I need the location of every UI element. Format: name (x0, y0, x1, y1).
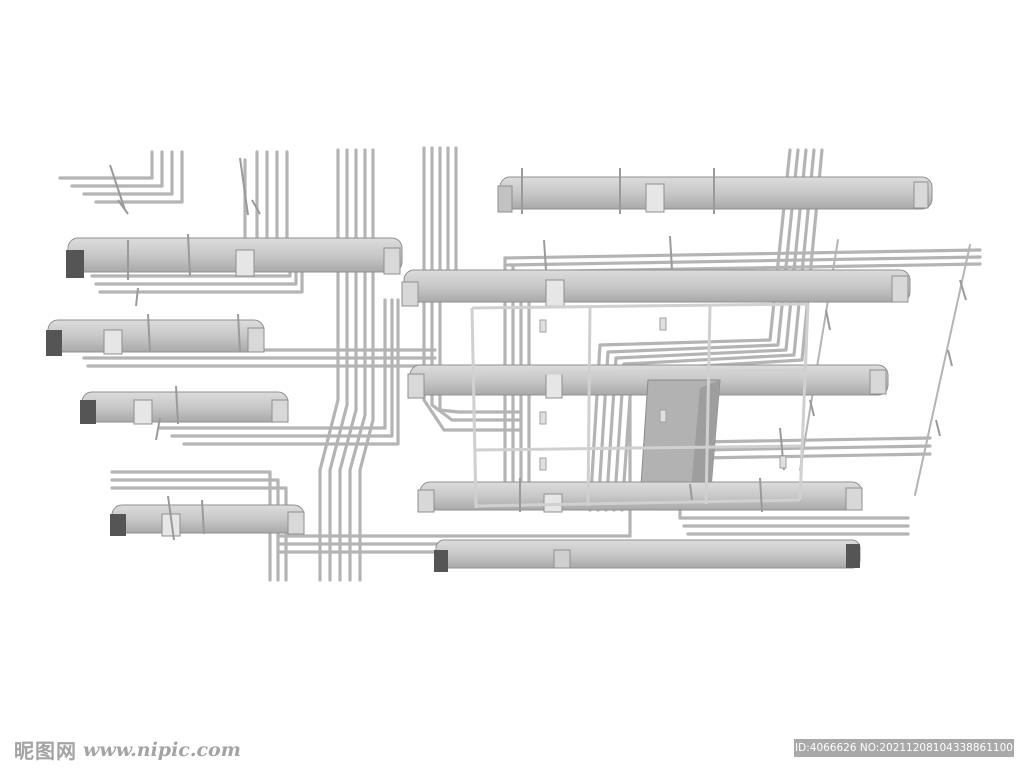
duct-left-1 (66, 237, 403, 278)
support-frame (470, 302, 810, 509)
duct-middle-bottom (417, 481, 863, 513)
frame-fittings (539, 317, 787, 471)
duct-top-right (497, 176, 933, 213)
watermark-logo: 昵图网 www.nipic.com (14, 735, 241, 764)
watermark-logo-text: 昵图网 (14, 739, 77, 763)
duct-left-2 (46, 319, 265, 356)
pipe-bundles (58, 146, 982, 582)
watermark-id-badge: ID:4066626 NO:20211208104338861100 (794, 739, 1014, 757)
watermark-site-text: www.nipic.com (83, 738, 241, 761)
duct-left-4 (110, 504, 305, 537)
duct-bottom (434, 539, 861, 572)
duct-middle-upper (401, 269, 911, 307)
duct-left-3 (80, 391, 289, 425)
